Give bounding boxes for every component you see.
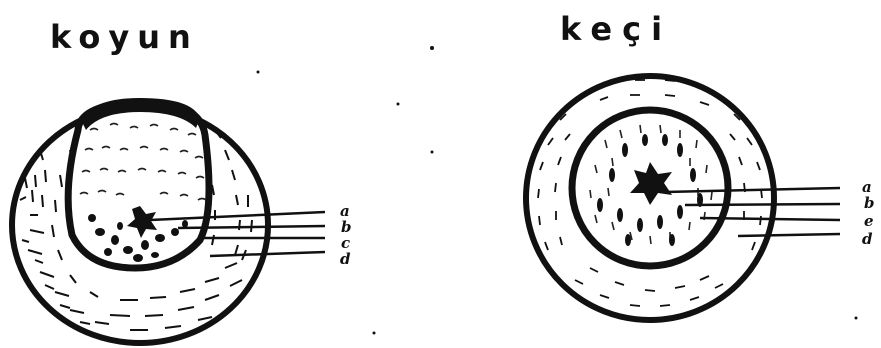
sheep-label-d: d xyxy=(340,250,351,268)
sheep-figure: koyun xyxy=(12,18,352,343)
sheep-inner-zone xyxy=(68,98,209,268)
goat-line-b xyxy=(685,204,840,205)
goat-label-d: d xyxy=(862,230,873,248)
goat-labels: a b e d xyxy=(862,178,875,248)
goat-figure: keçi xyxy=(526,10,875,320)
goat-label-e: e xyxy=(864,212,874,230)
goat-label-b: b xyxy=(864,194,875,212)
sheep-labels: a b c d xyxy=(340,202,352,268)
sheep-title: koyun xyxy=(50,18,199,56)
goat-title: keçi xyxy=(560,10,672,48)
